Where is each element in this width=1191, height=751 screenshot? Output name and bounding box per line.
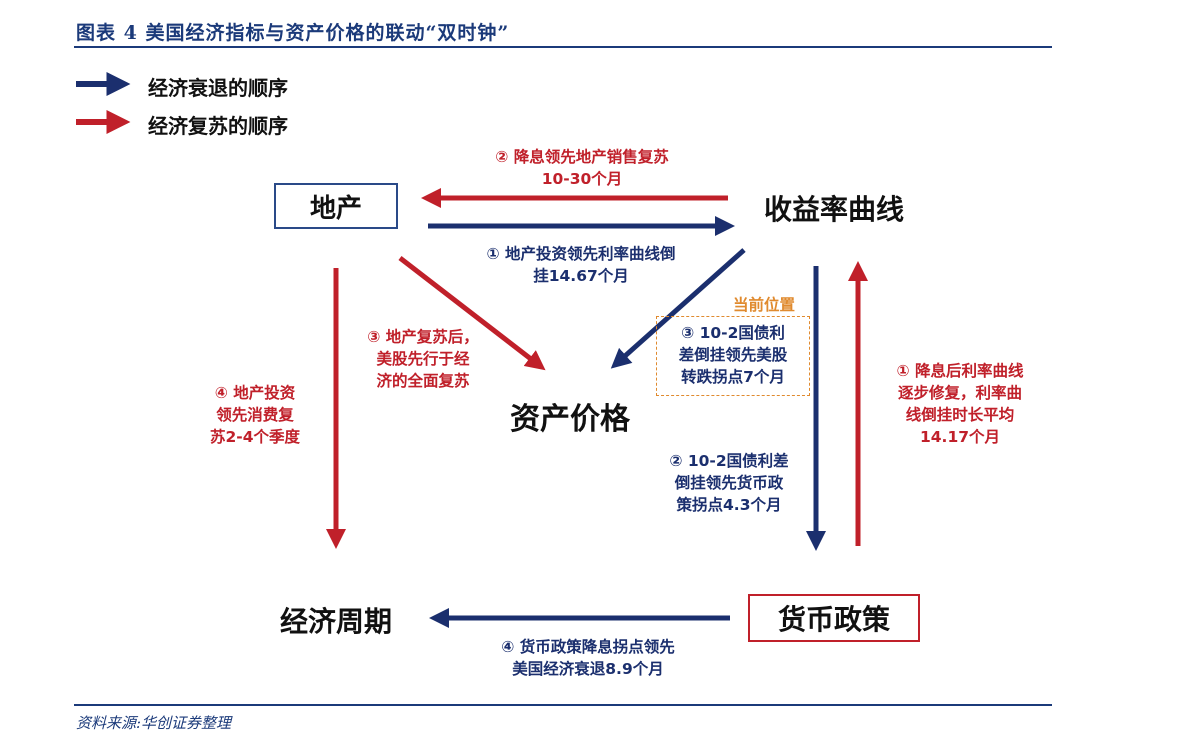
label-property-invest-consumption: ④ 地产投资 领先消费复 苏2-4个季度	[209, 384, 300, 446]
node-asset-prices: 资产价格	[510, 402, 630, 437]
label-rate-cut-curve-repair: ① 降息后利率曲线 逐步修复，利率曲 线倒挂时长平均 14.17个月	[896, 362, 1024, 446]
footer-rule	[74, 704, 1052, 706]
node-real-estate-label: 地产	[309, 193, 362, 224]
label-property-recovery-stocks: ③ 地产复苏后， 美股先行于经 济的全面复苏	[367, 328, 479, 390]
legend-recovery-label: 经济复苏的顺序	[148, 114, 288, 138]
title-rule	[74, 46, 1052, 48]
figure-title: 图表 4 美国经济指标与资产价格的联动“双时钟”	[76, 22, 510, 44]
node-economic-cycle: 经济周期	[280, 605, 393, 638]
node-real-estate: 地产	[274, 183, 398, 229]
current-position-box	[656, 316, 810, 396]
label-rate-cut-property-sales: ② 降息领先地产销售复苏 10-30个月	[495, 148, 669, 188]
label-property-invest-yield-inversion: ① 地产投资领先利率曲线倒 挂14.67个月	[486, 245, 676, 285]
node-monetary-policy-label: 货币政策	[777, 603, 890, 636]
source-note: 资料来源:华创证券整理	[76, 714, 232, 732]
label-inversion-policy: ② 10-2国债利差 倒挂领先货币政 策拐点4.3个月	[669, 452, 789, 514]
arrow-yield-to-assets	[610, 248, 746, 369]
node-yield-curve: 收益率曲线	[764, 193, 905, 226]
legend-recession-label: 经济衰退的顺序	[148, 76, 288, 100]
node-monetary-policy: 货币政策	[748, 594, 920, 642]
label-current-position: 当前位置	[732, 296, 795, 314]
arrow-realestate-to-assets	[398, 256, 546, 371]
label-policy-recession: ④ 货币政策降息拐点领先 美国经济衰退8.9个月	[501, 638, 675, 678]
label-inversion-us-stocks: ③ 10-2国债利 差倒挂领先美股 转跌拐点7个月	[678, 324, 788, 386]
